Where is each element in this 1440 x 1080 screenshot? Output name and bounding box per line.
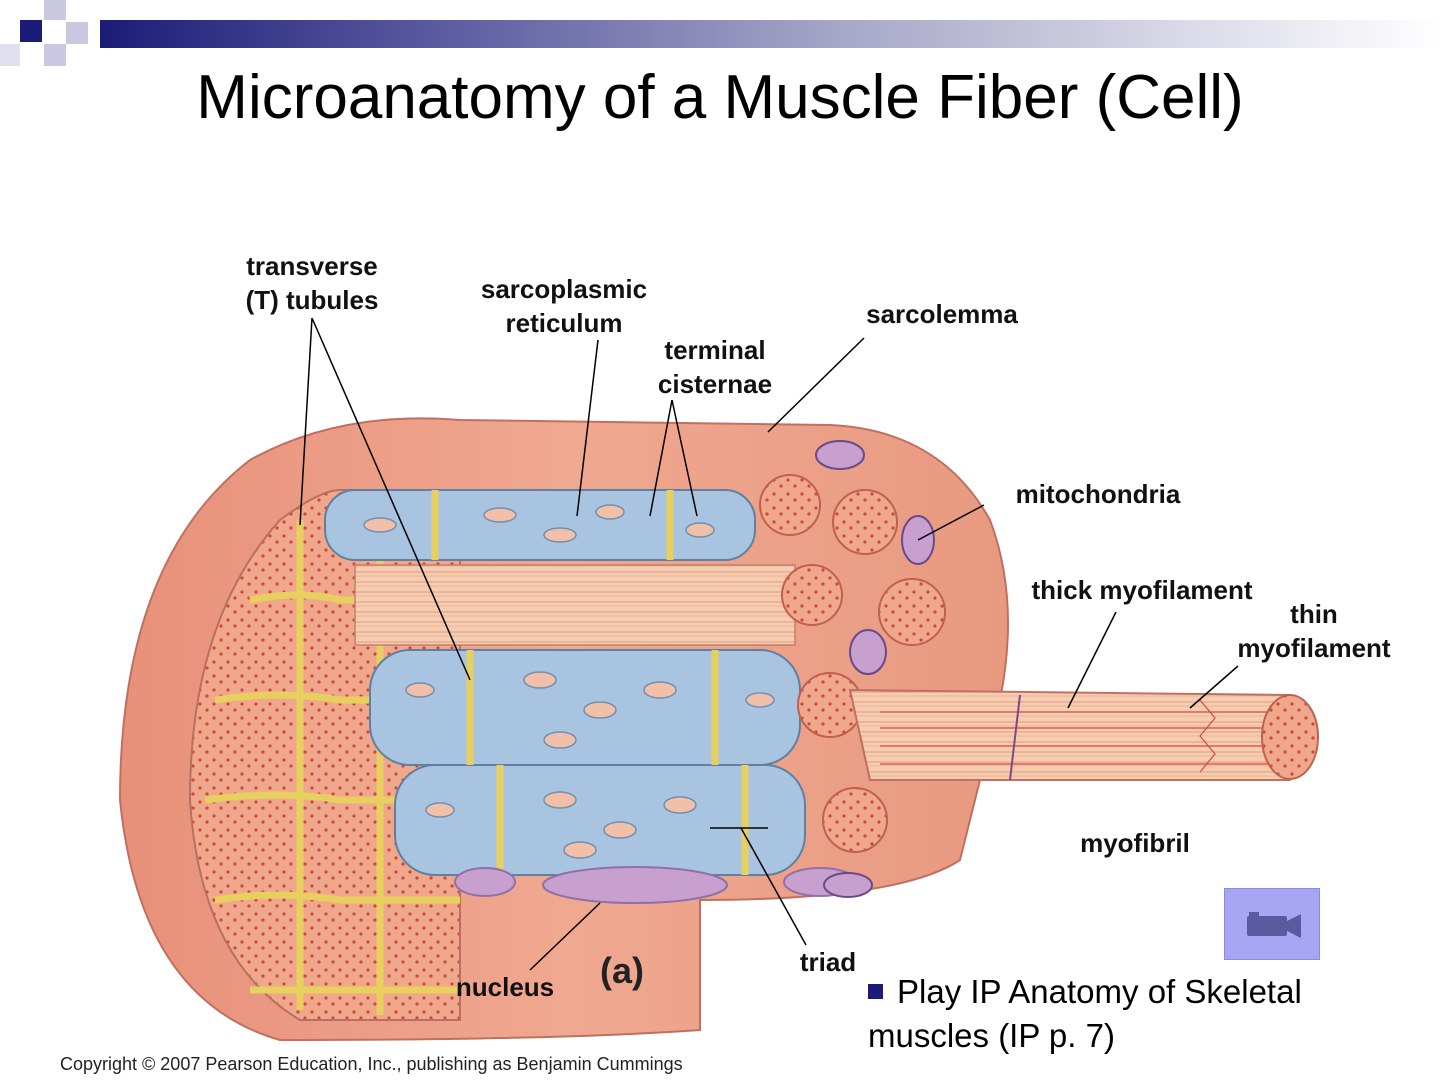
- label-nucleus: nucleus: [455, 972, 555, 1002]
- label-myofibril: myofibril: [1080, 828, 1190, 858]
- bullet-square-icon: [868, 983, 883, 999]
- label-thin-myofilament: thin myofilament: [1224, 597, 1404, 665]
- label-thin-line2: myofilament: [1237, 633, 1391, 663]
- mitochondria-shapes: [815, 440, 935, 898]
- terminal-cisternae-tubules: [431, 490, 749, 875]
- header-square-light: [66, 22, 88, 44]
- t-tubule-network: [204, 500, 460, 1015]
- label-thick-myofilament: thick myofilament: [1031, 575, 1253, 605]
- label-terminal-line1: terminal: [664, 335, 766, 365]
- header-square-light: [0, 44, 20, 66]
- label-mitochondria: mitochondria: [1015, 479, 1181, 509]
- header-square-light: [44, 0, 66, 20]
- nucleus-shape: [454, 867, 516, 897]
- label-terminal-cisternae: terminal cisternae: [635, 333, 795, 401]
- label-thin-line1: thin: [1290, 599, 1338, 629]
- copyright-notice: Copyright © 2007 Pearson Education, Inc.…: [60, 1054, 683, 1074]
- z-line: [1009, 694, 1021, 781]
- label-transverse-tubules: transverse (T) tubules: [222, 249, 402, 317]
- slide-title: Microanatomy of a Muscle Fiber (Cell): [196, 63, 1244, 132]
- label-sarcoplasmic-reticulum: sarcoplasmic reticulum: [464, 272, 664, 340]
- bullet-text: Play IP Anatomy of Skeletal muscles (IP …: [868, 973, 1302, 1054]
- label-sarcolemma: sarcolemma: [866, 299, 1018, 329]
- sr-fenestrations: [363, 504, 775, 859]
- label-sarcoplasmic-line1: sarcoplasmic: [480, 274, 648, 304]
- label-transverse-line1: transverse: [246, 251, 378, 281]
- projecting-myofibril: [848, 688, 1306, 781]
- movie-camera-icon: [1247, 912, 1301, 938]
- panel-label: (a): [600, 950, 644, 991]
- nucleus-shape: [542, 866, 728, 904]
- label-terminal-line2: cisternae: [657, 369, 773, 399]
- header-gradient-bar: [100, 20, 1440, 48]
- label-triad: triad: [799, 947, 857, 977]
- header-square-light: [44, 44, 66, 66]
- play-movie-button[interactable]: [1224, 888, 1320, 960]
- label-transverse-line2: (T) tubules: [245, 285, 379, 315]
- leader-lines: [299, 317, 1239, 971]
- header-square-navy: [20, 20, 42, 42]
- myofibril-ends: [759, 474, 946, 853]
- myofibril-end-cap: [1261, 694, 1319, 780]
- thin-filament-lines: [880, 699, 1285, 773]
- sarcoplasmic-reticulum-bands: [324, 489, 806, 876]
- play-ip-bullet[interactable]: Play IP Anatomy of Skeletal muscles (IP …: [868, 970, 1388, 1058]
- label-sarcoplasmic-line2: reticulum: [505, 308, 623, 338]
